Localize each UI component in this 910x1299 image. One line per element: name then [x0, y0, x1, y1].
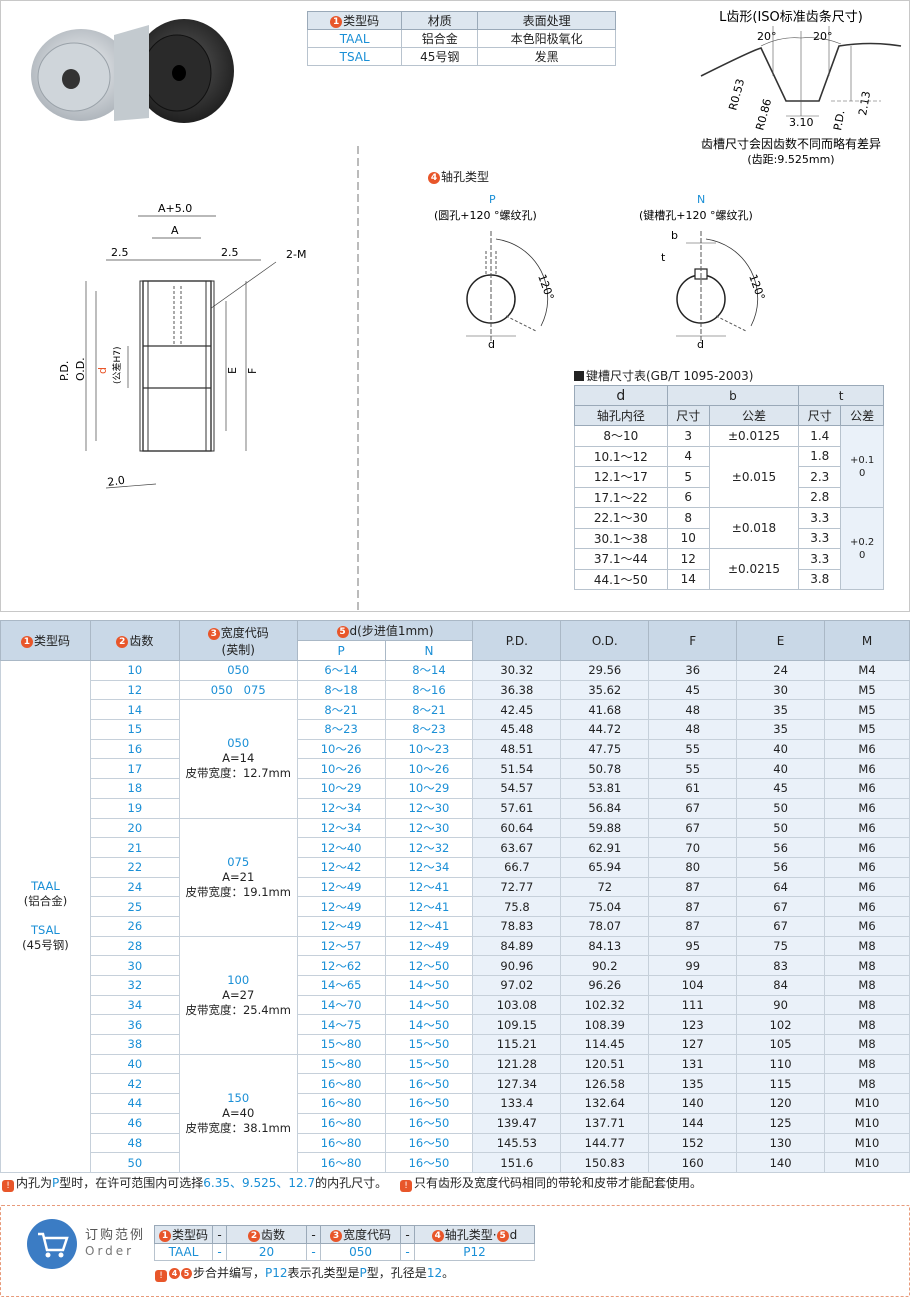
note-match: !只有齿形及宽度代码相同的带轮和皮带才能配套使用。: [400, 1174, 702, 1192]
svg-text:2.0: 2.0: [107, 474, 126, 489]
svg-text:2-M: 2-M: [286, 248, 306, 261]
svg-text:(齿距:9.525mm): (齿距:9.525mm): [747, 153, 834, 166]
svg-text:d: d: [697, 338, 704, 351]
svg-text:20°: 20°: [757, 30, 777, 43]
key-table-title: 键槽尺寸表(GB/T 1095-2003): [574, 367, 754, 384]
svg-text:t: t: [661, 251, 666, 264]
svg-text:R0.86: R0.86: [753, 97, 774, 131]
svg-text:d: d: [96, 367, 109, 374]
svg-text:N: N: [697, 193, 705, 206]
svg-text:E: E: [226, 367, 239, 374]
svg-text:20°: 20°: [813, 30, 833, 43]
svg-text:120°: 120°: [746, 273, 767, 302]
type-cell: TAAL(铝合金)TSAL(45号钢): [0, 660, 91, 1173]
svg-text:O.D.: O.D.: [74, 357, 87, 381]
cart-icon: [27, 1219, 77, 1269]
svg-text:d: d: [488, 338, 495, 351]
svg-text:F: F: [246, 368, 259, 374]
svg-text:(键槽孔+120 °螺纹孔): (键槽孔+120 °螺纹孔): [639, 208, 753, 222]
svg-text:2.13: 2.13: [856, 90, 873, 116]
svg-text:A: A: [171, 224, 179, 237]
svg-text:2.5: 2.5: [111, 246, 129, 259]
pulley-photo: [31, 19, 234, 123]
tooth-profile-diagram: L齿形(ISO标准齿条尺寸) 20° 20° R0.53 R0.86 3.10 …: [700, 9, 902, 166]
svg-text:2.5: 2.5: [221, 246, 239, 259]
svg-text:P.D.: P.D.: [58, 361, 71, 381]
svg-text:P.D.: P.D.: [831, 109, 847, 131]
svg-text:b: b: [671, 229, 678, 242]
tooth-title: L齿形(ISO标准齿条尺寸): [719, 9, 863, 25]
bore-p-diagram: P (圆孔+120 °螺纹孔) 120° d: [434, 193, 556, 351]
svg-text:(公差H7): (公差H7): [111, 346, 123, 384]
pulley-side-drawing: A+5.0 A 2.5 2.5 2-M P.D. O.D. d (公差H7) E…: [58, 202, 306, 489]
svg-text:3.10: 3.10: [789, 116, 814, 129]
svg-text:(圆孔+120 °螺纹孔): (圆孔+120 °螺纹孔): [434, 208, 537, 222]
svg-text:齿槽尺寸会因齿数不同而略有差异: 齿槽尺寸会因齿数不同而略有差异: [701, 136, 881, 151]
svg-text:A+5.0: A+5.0: [158, 202, 192, 215]
note-bore: !内孔为P型时，在许可范围内可选择6.35、9.525、12.7的内孔尺寸。: [2, 1174, 387, 1192]
svg-text:120°: 120°: [535, 273, 556, 302]
svg-text:P: P: [489, 193, 496, 206]
svg-text:R0.53: R0.53: [726, 77, 747, 111]
bore-n-diagram: N (键槽孔+120 °螺纹孔) b t 120° d: [639, 193, 767, 351]
